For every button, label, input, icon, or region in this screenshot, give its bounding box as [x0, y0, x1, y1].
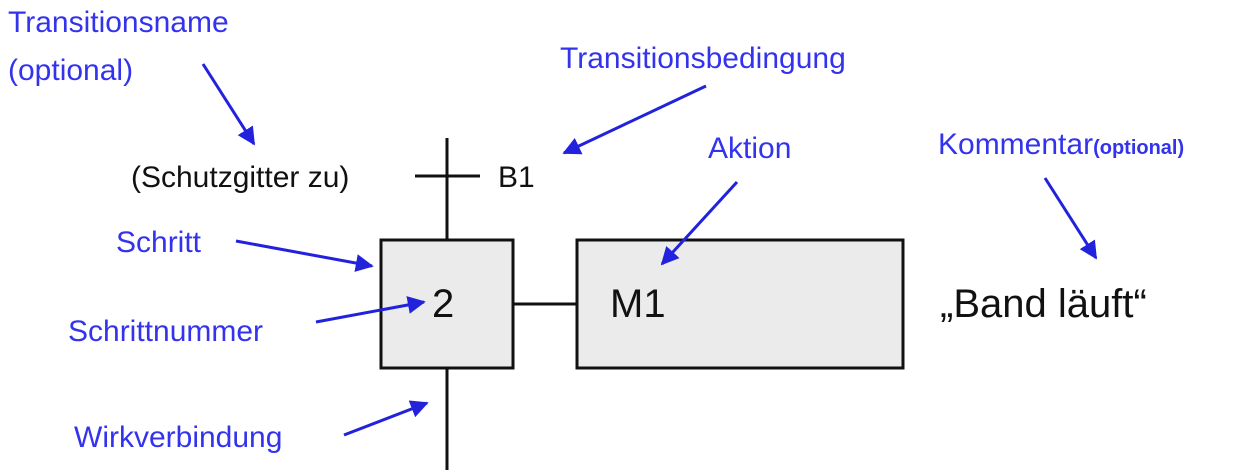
- action-text: M1: [610, 282, 666, 326]
- annotation-transition-condition: Transitionsbedingung: [560, 42, 846, 75]
- annotation-comment: Kommentar(optional): [938, 128, 1184, 161]
- annotation-step: Schritt: [116, 226, 202, 259]
- annotation-transition-name-line2: (optional): [8, 54, 133, 87]
- step-number-text: 2: [432, 282, 454, 326]
- arrow-step: [235, 239, 374, 272]
- transition-condition-text: B1: [498, 161, 535, 194]
- arrow-transition-name: [201, 63, 256, 146]
- annotation-transition-name-line1: Transitionsname: [8, 6, 229, 39]
- arrow-action: [660, 180, 739, 266]
- annotation-action: Aktion: [708, 132, 791, 165]
- annotation-step-number: Schrittnummer: [68, 315, 263, 348]
- arrow-link: [343, 400, 429, 437]
- comment-text: „Band läuft“: [940, 282, 1147, 326]
- action-box: [575, 238, 905, 370]
- arrow-step-number: [315, 296, 426, 324]
- annotation-link: Wirkverbindung: [74, 421, 282, 454]
- arrow-transition-condition: [562, 84, 707, 155]
- transition-name-text: (Schutzgitter zu): [131, 161, 349, 194]
- annotation-comment-text: Kommentar: [938, 128, 1093, 161]
- arrow-comment: [1043, 177, 1098, 260]
- annotation-comment-suffix: (optional): [1093, 137, 1184, 159]
